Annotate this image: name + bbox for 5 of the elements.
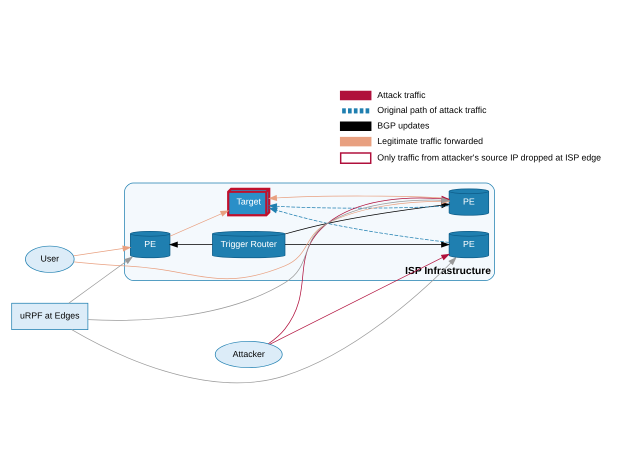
legend-label: Legitimate traffic forwarded bbox=[377, 135, 484, 146]
legend-label: Original path of attack traffic bbox=[377, 104, 486, 115]
legend-label: BGP updates bbox=[377, 120, 430, 130]
legend-label: Only traffic from attacker's source IP dropped at ISP edge bbox=[377, 152, 602, 162]
legend-label: Attack traffic bbox=[377, 89, 426, 100]
